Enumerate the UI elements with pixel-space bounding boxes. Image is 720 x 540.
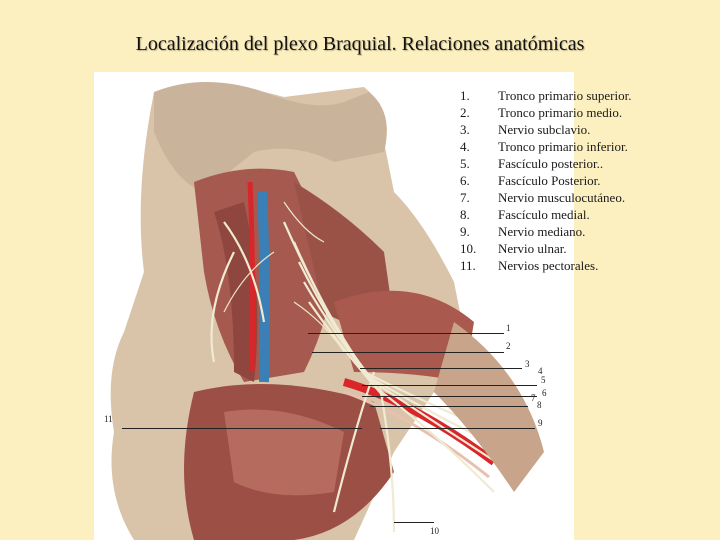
- legend-item: 3.Nervio subclavio.: [460, 122, 591, 137]
- callout-line-3: [360, 368, 522, 369]
- callout-line-1: [308, 333, 504, 334]
- callout-4: 4: [538, 366, 543, 376]
- callout-3: 3: [525, 359, 530, 369]
- slide-title: Localización del plexo Braquial. Relacio…: [135, 33, 585, 55]
- callout-11: 11: [104, 414, 113, 424]
- callout-line-5: [362, 385, 537, 386]
- callout-line-7: [370, 406, 528, 407]
- anatomical-illustration: [94, 72, 574, 540]
- callout-10: 10: [430, 526, 439, 536]
- callout-5: 5: [541, 375, 546, 385]
- legend-item: 8.Fascículo medial.: [460, 207, 590, 222]
- callout-7: 7: [531, 393, 536, 403]
- callout-line-10: [394, 522, 434, 523]
- callout-line-6: [362, 396, 537, 397]
- callout-2: 2: [506, 341, 511, 351]
- legend-item: 11.Nervios pectorales.: [460, 258, 599, 273]
- legend-item: 6.Fascículo Posterior.: [460, 173, 601, 188]
- legend-item: 7.Nervio musculocutáneo.: [460, 190, 626, 205]
- legend: 1.Tronco primario superior. 2.Tronco pri…: [460, 87, 631, 274]
- legend-item: 2.Tronco primario medio.: [460, 105, 623, 120]
- legend-item: 9.Nervio mediano.: [460, 224, 586, 239]
- callout-1: 1: [506, 323, 511, 333]
- callout-9: 9: [538, 418, 543, 428]
- legend-item: 1.Tronco primario superior.: [460, 88, 632, 103]
- callout-line-2: [312, 352, 504, 353]
- legend-item: 4.Tronco primario inferior.: [460, 139, 628, 154]
- callout-8: 8: [537, 400, 542, 410]
- callout-6: 6: [542, 388, 547, 398]
- legend-item: 10.Nervio ulnar.: [460, 241, 567, 256]
- callout-line-9: [380, 428, 535, 429]
- brachial-plexus-dissection: [110, 82, 544, 540]
- legend-item: 5.Fascículo posterior..: [460, 156, 604, 171]
- callout-line-11: [122, 428, 362, 429]
